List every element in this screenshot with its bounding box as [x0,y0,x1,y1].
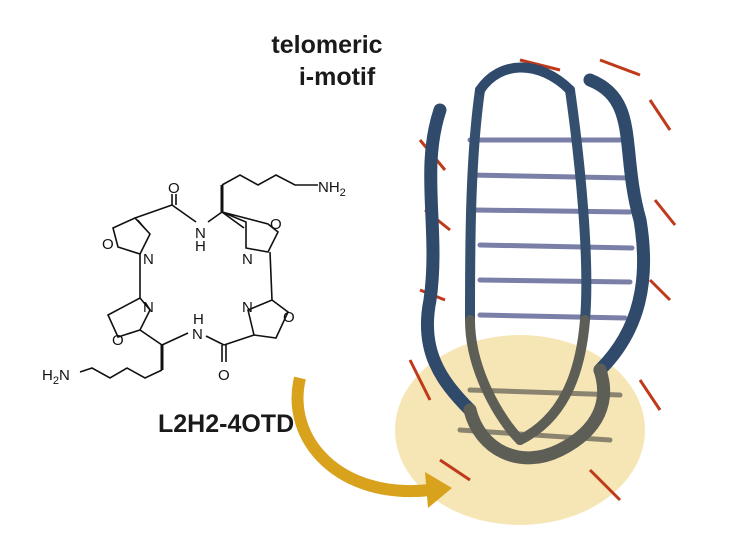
backbone-tubes [420,62,651,465]
svg-text:O: O [102,236,114,253]
svg-text:N: N [242,251,253,268]
svg-text:NH2: NH2 [318,179,346,199]
title-line-2: i-motif [298,63,376,91]
svg-text:N: N [143,299,154,316]
svg-text:H2N: H2N [42,367,70,387]
svg-text:N: N [192,326,203,343]
chemical-structure [79,174,318,379]
svg-text:O: O [112,332,124,349]
svg-text:N: N [143,251,154,268]
arrow [291,376,452,508]
title-line-1: telomeric [271,31,383,59]
atom-labels: O N H O N N O N O H N N O O NH2 H2N [42,179,346,387]
binding-site-highlight [395,335,645,525]
svg-text:O: O [168,180,180,197]
i-motif-model [408,58,677,502]
compound-label: L2H2-4OTD [158,410,295,438]
svg-text:O: O [270,216,282,233]
svg-text:O: O [283,309,295,326]
svg-text:H: H [195,238,206,255]
svg-text:O: O [218,367,230,384]
svg-text:N: N [242,299,253,316]
svg-text:H: H [193,311,204,328]
svg-text:N: N [195,225,206,242]
